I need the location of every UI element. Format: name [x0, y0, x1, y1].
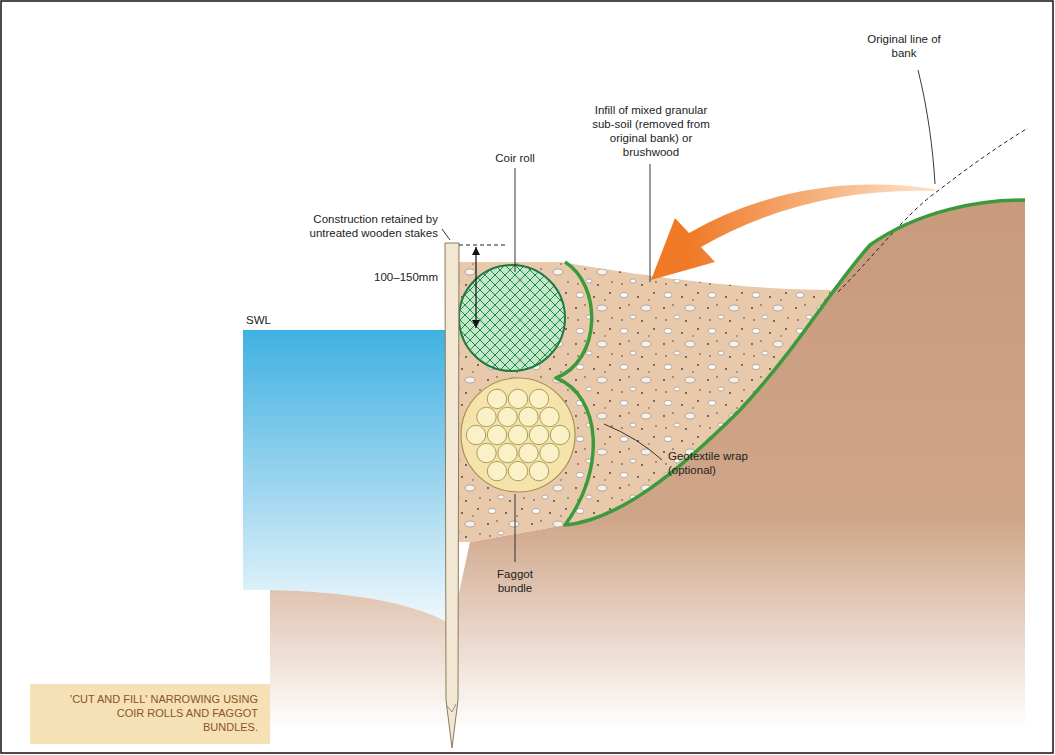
faggot-stick	[508, 461, 527, 480]
geotextile-label: Geotextile wrap (optional)	[668, 449, 760, 477]
leader-lines	[442, 70, 935, 562]
caption-box: 'CUT AND FILL' NARROWING USING COIR ROLL…	[30, 684, 270, 744]
faggot-stick	[477, 443, 496, 462]
faggot-stick	[540, 443, 559, 462]
water	[243, 330, 452, 625]
faggot-stick	[550, 425, 569, 444]
faggot-stick	[477, 407, 496, 426]
faggot-stick	[519, 407, 538, 426]
faggot-stick	[466, 425, 485, 444]
caption: 'CUT AND FILL' NARROWING USING COIR ROLL…	[68, 684, 258, 742]
original-bank-line	[838, 128, 1028, 292]
dimension-extension	[459, 245, 506, 246]
water-level-label: SWL	[246, 313, 286, 327]
ground	[270, 200, 1025, 730]
cut-fill-arrow	[651, 185, 935, 280]
faggot-bundle	[461, 378, 575, 492]
geotextile-wrap	[556, 200, 1025, 525]
wooden-stake	[445, 243, 459, 748]
faggot-stick	[540, 407, 559, 426]
faggot-stick	[487, 461, 506, 480]
stake-label: Construction retained by untreated woode…	[280, 212, 438, 240]
faggot-stick	[508, 425, 527, 444]
dimension-arrow	[475, 247, 476, 328]
faggot-stick	[529, 461, 548, 480]
faggot-stick	[487, 389, 506, 408]
infill-label: Infill of mixed granular sub-soil (remov…	[585, 103, 717, 159]
faggot-label: Faggot bundle	[486, 567, 544, 595]
infill	[458, 262, 832, 542]
coir-roll	[459, 265, 565, 371]
bank-line-label: Original line of bank	[866, 32, 942, 60]
faggot-stick	[508, 389, 527, 408]
faggot-stick	[487, 425, 506, 444]
dimension-label: 100–150mm	[362, 270, 438, 284]
faggot-stick	[498, 407, 517, 426]
faggot-stick	[529, 389, 548, 408]
faggot-stick	[529, 425, 548, 444]
faggot-stick	[498, 443, 517, 462]
faggot-stick	[519, 443, 538, 462]
coir-roll-label: Coir roll	[480, 151, 550, 165]
stake-tip	[447, 704, 456, 712]
